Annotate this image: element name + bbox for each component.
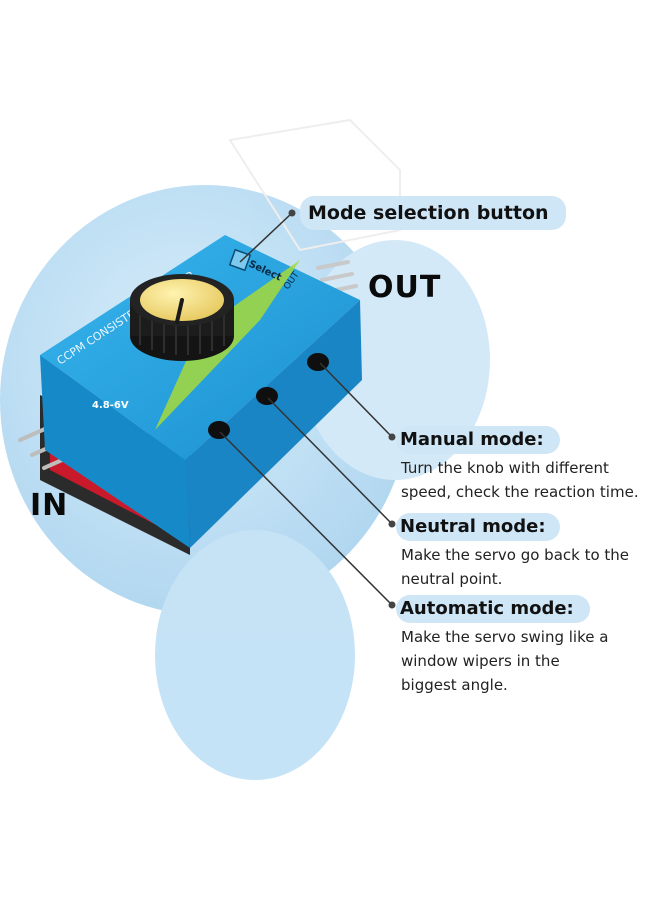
manual-desc-line-1: Turn the knob with different bbox=[401, 459, 609, 477]
out-label: OUT bbox=[368, 270, 442, 305]
manual-desc-line-2: speed, check the reaction time. bbox=[401, 483, 639, 501]
neutral-desc-line-2: neutral point. bbox=[401, 570, 503, 588]
voltage-text: 4.8-6V bbox=[92, 400, 129, 411]
leader-dots bbox=[288, 209, 396, 609]
manual-mode-title: Manual mode: bbox=[396, 426, 560, 454]
leader-lines bbox=[219, 212, 393, 606]
neutral-mode-title-text: Neutral mode: bbox=[400, 516, 546, 537]
mode-selection-label: Mode selection button bbox=[300, 196, 566, 230]
in-label: IN bbox=[30, 488, 69, 523]
automatic-mode-title-text: Automatic mode: bbox=[400, 598, 574, 619]
led-neutral bbox=[256, 387, 278, 405]
rotary-knob bbox=[130, 274, 234, 361]
neutral-mode-description: Make the servo go back to the neutral po… bbox=[401, 543, 629, 591]
automatic-mode-title: Automatic mode: bbox=[396, 595, 590, 623]
manual-mode-description: Turn the knob with different speed, chec… bbox=[401, 456, 639, 504]
mode-selection-button bbox=[228, 248, 252, 272]
automatic-desc-line-2: window wipers in the bbox=[401, 652, 560, 670]
neutral-desc-line-1: Make the servo go back to the bbox=[401, 546, 630, 564]
automatic-desc-line-1: Make the servo swing like a bbox=[401, 628, 609, 646]
automatic-mode-description: Make the servo swing like a window wiper… bbox=[401, 625, 608, 697]
automatic-desc-line-3: biggest angle. bbox=[401, 676, 508, 694]
led-automatic bbox=[208, 421, 230, 439]
neutral-mode-title: Neutral mode: bbox=[396, 513, 560, 541]
mode-selection-text: Mode selection button bbox=[308, 202, 549, 224]
manual-mode-title-text: Manual mode: bbox=[400, 429, 544, 450]
